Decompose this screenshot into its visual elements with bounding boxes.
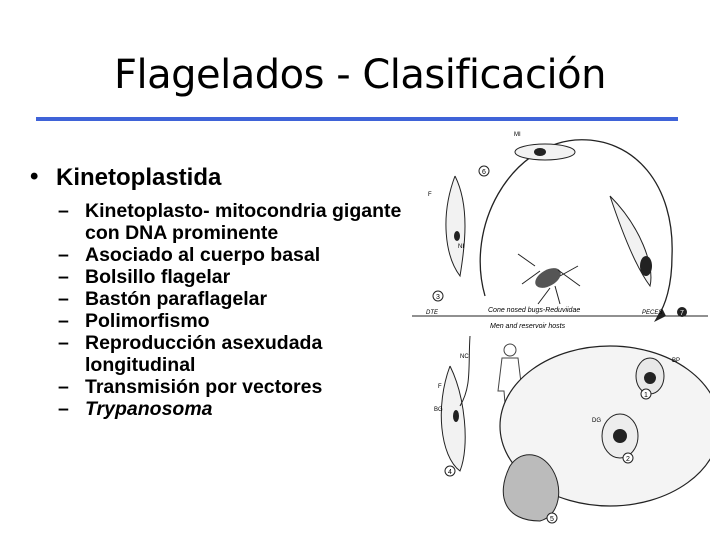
step-label: 5: [550, 516, 554, 523]
dash-mark: –: [58, 310, 69, 332]
bullet-label: Kinetoplastida: [56, 164, 222, 191]
reduviid-bug-icon: [517, 253, 581, 305]
step-label: 3: [436, 294, 440, 301]
nucleus: [613, 429, 627, 443]
nucleus: [644, 372, 656, 384]
sub-item-text: Bastón paraflagelar: [85, 288, 268, 310]
sub-item-text: Kinetoplasto- mitocondria gigante con DN…: [85, 200, 402, 244]
nucleus: [640, 256, 652, 276]
sub-item-text: Polimorfismo: [85, 310, 210, 332]
nucleus: [453, 410, 459, 422]
step-marker: [444, 465, 456, 477]
step-label: 2: [626, 456, 630, 463]
step-marker: [546, 512, 558, 524]
sub-item-transmision: – Transmisión por vectores: [30, 376, 410, 398]
infected-cell: [502, 454, 560, 522]
cycle-arrow: [459, 335, 471, 407]
host-label: Men and reservoir hosts: [490, 323, 566, 330]
sub-item-cuerpo-basal: – Asociado al cuerpo basal: [30, 244, 410, 266]
callout-label: MI: [514, 132, 521, 138]
callout-label: DG: [592, 418, 601, 424]
step-label: 4: [448, 469, 452, 476]
callout-label: NI: [458, 244, 464, 250]
sub-item-baston: – Bastón paraflagelar: [30, 288, 410, 310]
upper-cycle-arrow: [479, 139, 673, 317]
dash-mark: –: [58, 288, 69, 310]
sub-item-reproduccion: – Reproducción asexudada longitudinal: [30, 332, 410, 376]
sub-item-polimorfismo: – Polimorfismo: [30, 310, 410, 332]
dte-label: DTE: [426, 310, 439, 316]
nucleus: [454, 231, 460, 241]
sub-item-text: Asociado al cuerpo basal: [85, 244, 321, 266]
arrow-head: [654, 308, 666, 322]
vector-label: Cone nosed bugs-Reduviidae: [488, 307, 580, 314]
dash-mark: –: [58, 332, 69, 354]
step-label: 6: [482, 169, 486, 176]
step-marker: [432, 290, 444, 302]
dash-mark: –: [58, 244, 69, 266]
bullet-list: • Kinetoplastida – Kinetoplasto- mitocon…: [30, 163, 410, 420]
sub-item-trypanosoma: – Trypanosoma: [30, 398, 410, 420]
page-title: Flagelados - Clasificación: [114, 52, 606, 98]
sub-item-text: Transmisión por vectores: [85, 376, 323, 398]
step-marker: [622, 452, 634, 464]
dash-mark: –: [58, 398, 69, 420]
title-divider: [36, 117, 678, 121]
callout-label: F: [438, 384, 442, 390]
sub-item-text: Bolsillo flagelar: [85, 266, 231, 288]
nucleus: [534, 148, 546, 156]
dash-mark: –: [58, 266, 69, 288]
callout-label: NC: [460, 354, 469, 360]
peces-label: PECES: [642, 310, 662, 316]
bullet-mark: •: [30, 163, 39, 190]
sub-item-bolsillo: – Bolsillo flagelar: [30, 266, 410, 288]
metacyclic-form: [445, 175, 466, 278]
trypanosoma-life-cycle-diagram: 6 3 7 MI NI F Cone nosed bugs-Reduviidae…: [410, 126, 720, 530]
step-marker: [478, 165, 490, 177]
life-cycle-illustration: 6 3 7 MI NI F Cone nosed bugs-Reduviidae…: [412, 132, 720, 524]
callout-label: BP: [672, 358, 680, 364]
step-marker: [677, 307, 687, 317]
sub-item-text: Reproducción asexudada longitudinal: [85, 332, 323, 376]
sub-bullet-list: – Kinetoplasto- mitocondria gigante con …: [30, 200, 410, 420]
callout-label: BG: [434, 407, 443, 413]
sub-item-kinetoplasto: – Kinetoplasto- mitocondria gigante con …: [30, 200, 410, 244]
step-label: 1: [644, 392, 648, 399]
sub-item-text: Trypanosoma: [85, 398, 213, 420]
callout-label: F: [428, 192, 432, 198]
step-marker: [640, 388, 652, 400]
trypomastigote-left: [440, 365, 466, 472]
dash-mark: –: [58, 376, 69, 398]
step-label: 7: [680, 310, 684, 317]
dash-mark: –: [58, 200, 69, 222]
bullet-kinetoplastida: • Kinetoplastida: [30, 163, 410, 192]
